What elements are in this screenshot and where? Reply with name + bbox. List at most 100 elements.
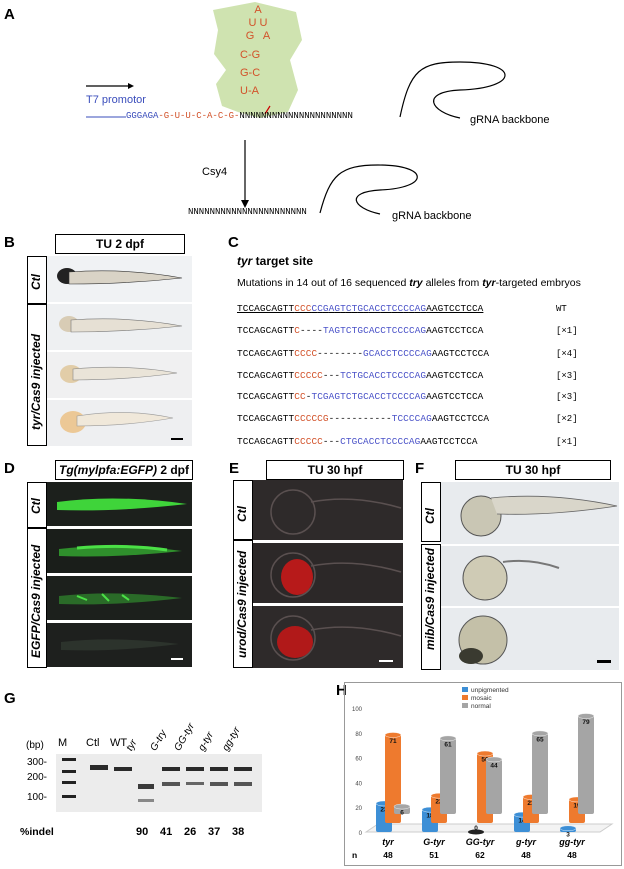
ladder-300: 300- — [27, 757, 48, 768]
hairpin-loop: A U U G A — [245, 4, 271, 42]
data-label: 3 — [566, 831, 570, 838]
lane-label: WT — [110, 737, 128, 749]
n-value: 48 — [383, 850, 393, 860]
panel-e-ctl-label: Ctl — [235, 506, 249, 522]
sequence-row: TCCAGCAGTTCCCCCG-----------TCCCCAGAAGTCC… — [237, 413, 490, 424]
panel-c-subtitle: Mutations in 14 out of 16 sequenced try … — [237, 277, 581, 289]
y-tick-label: 100 — [352, 707, 363, 713]
panel-label-h: H — [336, 682, 347, 699]
panel-d-fluorescence-images — [47, 482, 192, 667]
data-label: 0 — [474, 825, 478, 832]
panel-d-ctl-label: Ctl — [29, 498, 43, 514]
data-label: 23 — [380, 806, 388, 813]
panel-f-header: TU 30 hpf — [455, 460, 611, 480]
indel-value: 37 — [208, 826, 221, 838]
indel-value: 41 — [160, 826, 173, 838]
category-label: tyr — [382, 837, 394, 847]
panel-f-injected-label: mib/Cas9 injected — [423, 547, 437, 650]
bar-cap — [393, 803, 411, 810]
panel-label-d: D — [4, 460, 15, 477]
legend-swatch — [462, 687, 468, 692]
n-value: 48 — [567, 850, 577, 860]
lane-label: Ctl — [86, 737, 100, 749]
sequence-row: TCCAGCAGTTCCCCC---CTGCACCTCCCCAGAAGTCCTC… — [237, 436, 478, 447]
grna-sequence: GGGAGA-G-U-U-C-A-C-G-NNNNNNNNNNNNNNNNNNN… — [126, 111, 353, 121]
csy4-label: Csy4 — [202, 166, 228, 178]
panel-d-injected-box — [27, 528, 47, 668]
panel-label-b: B — [4, 234, 15, 251]
category-label: g-tyr — [515, 837, 536, 847]
bar — [385, 734, 401, 823]
legend-swatch — [462, 703, 468, 708]
data-label: 79 — [582, 719, 590, 726]
bar — [578, 716, 594, 814]
n-label: n — [352, 850, 357, 860]
panel-e-injected-box — [233, 540, 253, 668]
lane-label: G-try — [148, 728, 170, 753]
panel-e-header: TU 30 hpf — [266, 460, 404, 480]
data-label: 6 — [400, 810, 404, 817]
data-label: 19 — [573, 802, 581, 809]
bar-cap — [531, 730, 549, 737]
y-tick-label: 40 — [355, 781, 362, 787]
panel-f-embryo-images — [441, 482, 619, 670]
bar-cap — [559, 825, 577, 831]
panel-d-header: Tg(mylpfa:EGFP) 2 dpf — [55, 460, 193, 480]
bar-cap — [476, 750, 494, 757]
y-tick-label: 60 — [355, 757, 362, 763]
sequence-count: [×1] — [556, 437, 578, 447]
panel-b-header: TU 2 dpf — [55, 234, 185, 254]
ladder-200: 200- — [27, 772, 48, 783]
data-label: 18 — [426, 813, 434, 820]
panel-b-embryo-images — [47, 256, 192, 446]
n-value: 48 — [521, 850, 531, 860]
seq-red: -G-U-U-C-A-C-G- — [158, 111, 240, 121]
seq-n: NNNNNNNNNNNNNNNNNNNNN — [239, 111, 353, 121]
indel-value: 90 — [136, 826, 149, 838]
sequence-count: [×1] — [556, 326, 578, 336]
data-label: 44 — [490, 762, 498, 769]
data-label: 14 — [518, 818, 526, 825]
y-tick-label: 20 — [355, 806, 362, 812]
bar — [532, 733, 548, 814]
y-tick-label: 0 — [359, 831, 363, 837]
data-label: 22 — [435, 799, 443, 806]
bar-cap — [384, 732, 402, 738]
sequence-row: TCCAGCAGTTCC-TCGAGTCTGCACCTCCCCAGAAGTCCT… — [237, 391, 484, 402]
panel-label-a: A — [4, 6, 15, 23]
hairpin-highlight — [213, 2, 302, 118]
panel-e-injected-label: urod/Cas9 injected — [235, 550, 249, 658]
sequence-count: [×2] — [556, 414, 578, 424]
panel-f-ctl-label: Ctl — [423, 508, 437, 524]
sequence-count: [×4] — [556, 349, 578, 359]
backbone-label-2: gRNA backbone — [392, 210, 472, 222]
panel-label-c: C — [228, 234, 239, 251]
legend-swatch — [462, 695, 468, 700]
t7-promotor-label: T7 promotor — [86, 94, 146, 106]
panel-b-ctl-box — [27, 256, 47, 304]
sequence-count: WT — [556, 304, 567, 314]
panel-c-title: tyr target site — [237, 254, 314, 268]
lane-label: g-tyr — [196, 730, 216, 753]
data-label: 71 — [389, 738, 397, 745]
indel-value: 38 — [232, 826, 245, 838]
panel-label-g: G — [4, 690, 16, 707]
seq-blue: GGGAGA — [126, 111, 159, 121]
legend-label: mosaic — [471, 695, 492, 702]
y-tick-label: 80 — [355, 732, 362, 738]
panel-b-injected-box — [27, 304, 47, 446]
bar — [486, 759, 502, 814]
panel-f-ctl-box — [421, 482, 441, 542]
category-label: GG-tyr — [466, 837, 495, 847]
sequence-row: TCCAGCAGTTC----TAGTCTGCACCTCCCCAGAAGTCCT… — [237, 325, 484, 336]
hairpin-stem: C-G G-C U-A — [240, 49, 261, 97]
cleavage-arrow — [264, 105, 271, 115]
data-label: 61 — [444, 741, 452, 748]
sequence-row: TCCAGCAGTTCCCC--------GCACCTCCCCAGAAGTCC… — [237, 348, 490, 359]
panel-f-injected-box — [421, 544, 441, 670]
legend-label: unpigmented — [471, 687, 509, 694]
indel-value: 26 — [184, 826, 197, 838]
bar-cap — [485, 756, 503, 763]
data-label: 21 — [527, 800, 535, 807]
sequence-row: TCCAGCAGTTCCCCC---TCTGCACCTCCCCAGAAGTCCT… — [237, 370, 484, 381]
